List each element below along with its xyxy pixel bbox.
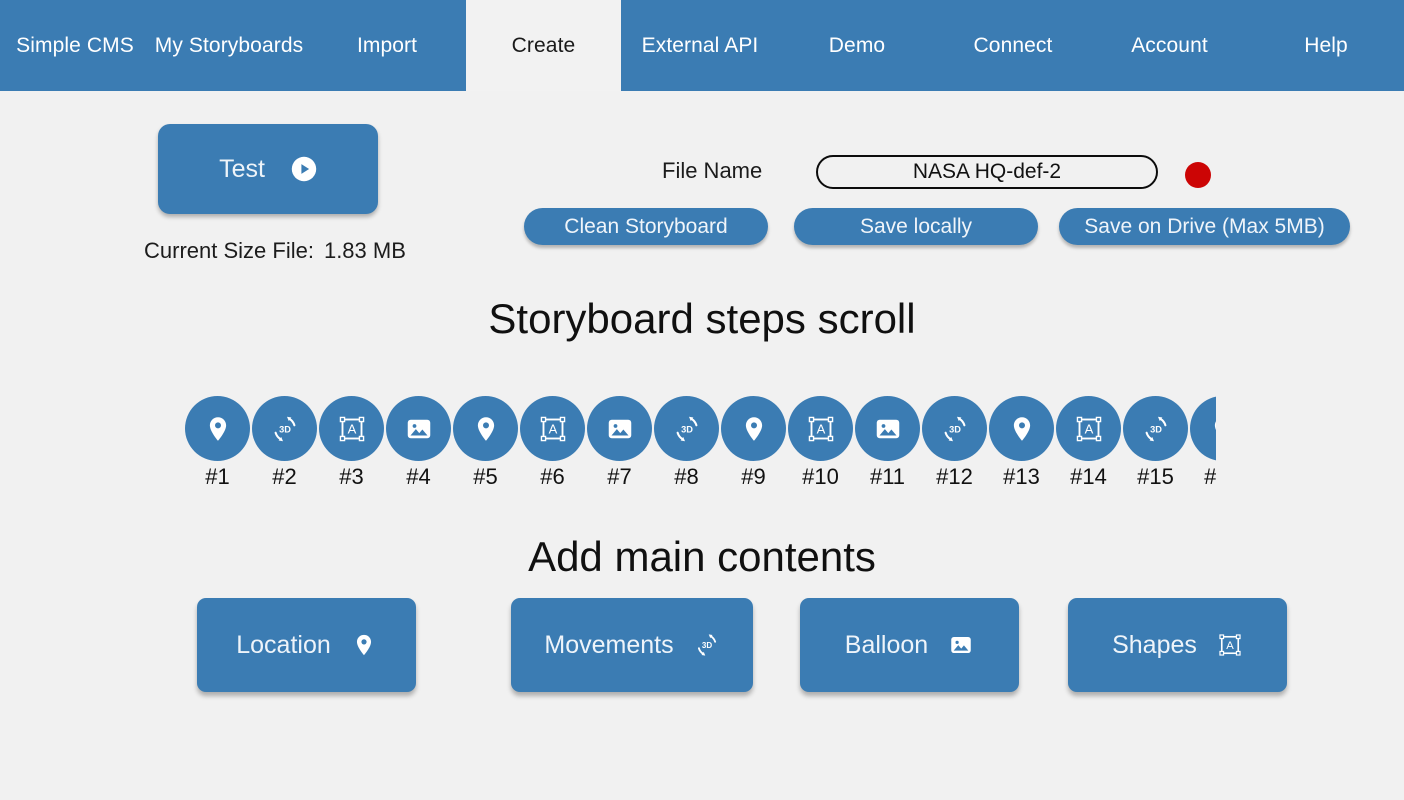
- rotate-3d-icon[interactable]: 3D: [1123, 396, 1188, 461]
- storyboard-steps-scroll[interactable]: #1 3D #2 A #3 #4 #5 A #6 #7 3D #8 #9 A #10 #11 3D #12 #13 A…: [184, 396, 1216, 496]
- svg-text:A: A: [1226, 640, 1234, 652]
- image-icon[interactable]: [855, 396, 920, 461]
- storyboard-step-label: #16: [1204, 464, 1216, 489]
- clean-storyboard-button[interactable]: Clean Storyboard: [524, 208, 768, 245]
- shape-text-frame-icon: A: [1217, 632, 1243, 658]
- rotate-3d-icon: 3D: [694, 632, 720, 658]
- action-button-label: Balloon: [844, 630, 929, 659]
- svg-text:A: A: [548, 421, 557, 436]
- image-icon: [948, 632, 974, 658]
- nav-tab-help[interactable]: Help: [1248, 0, 1404, 91]
- svg-text:3D: 3D: [701, 641, 711, 650]
- storyboard-step[interactable]: #16: [1189, 396, 1216, 488]
- add-balloon-button[interactable]: Balloon: [800, 598, 1019, 692]
- nav-tab-my-storyboards[interactable]: My Storyboards: [150, 0, 308, 91]
- test-button[interactable]: Test: [158, 124, 378, 214]
- location-pin-icon[interactable]: [185, 396, 250, 461]
- storyboard-step[interactable]: #9: [720, 396, 787, 488]
- add-location-button[interactable]: Location: [197, 598, 416, 692]
- rotate-3d-icon[interactable]: 3D: [252, 396, 317, 461]
- image-icon[interactable]: [386, 396, 451, 461]
- storyboard-step[interactable]: 3D #15: [1122, 396, 1189, 488]
- storyboard-step-label: #6: [540, 464, 565, 489]
- rotate-3d-icon[interactable]: 3D: [922, 396, 987, 461]
- file-name-label: File Name: [662, 158, 763, 183]
- location-pin-icon[interactable]: [989, 396, 1054, 461]
- storyboard-step[interactable]: #1: [184, 396, 251, 488]
- svg-text:3D: 3D: [681, 424, 693, 434]
- shape-text-frame-icon[interactable]: A: [1056, 396, 1121, 461]
- nav-tab-external-api[interactable]: External API: [621, 0, 779, 91]
- storyboard-step-label: #3: [339, 464, 364, 489]
- nav-tab-import[interactable]: Import: [308, 0, 466, 91]
- action-button-label: Movements: [544, 630, 674, 659]
- nav-tab-create[interactable]: Create: [466, 0, 621, 91]
- add-shapes-button[interactable]: Shapes A: [1068, 598, 1287, 692]
- storyboard-step-label: #2: [272, 464, 297, 489]
- nav-tab-connect[interactable]: Connect: [935, 0, 1091, 91]
- storyboard-step-label: #12: [936, 464, 973, 489]
- svg-text:3D: 3D: [279, 424, 291, 434]
- storyboard-step-label: #11: [869, 464, 906, 489]
- storyboard-steps-title: Storyboard steps scroll: [488, 295, 916, 342]
- save-on-drive-button[interactable]: Save on Drive (Max 5MB): [1059, 208, 1350, 245]
- location-pin-icon: [351, 632, 377, 658]
- file-name-input[interactable]: [816, 155, 1158, 189]
- storyboard-step[interactable]: 3D #8: [653, 396, 720, 488]
- storyboard-step[interactable]: A #6: [519, 396, 586, 488]
- storyboard-step-label: #9: [741, 464, 766, 489]
- nav-tab-demo[interactable]: Demo: [779, 0, 935, 91]
- add-main-contents-title: Add main contents: [528, 533, 876, 580]
- image-icon[interactable]: [587, 396, 652, 461]
- svg-text:3D: 3D: [949, 424, 961, 434]
- svg-text:3D: 3D: [1150, 424, 1162, 434]
- storyboard-step-label: #13: [1003, 464, 1040, 489]
- storyboard-step-label: #15: [1137, 464, 1174, 489]
- add-movements-button[interactable]: Movements 3D: [511, 598, 753, 692]
- current-size-label: Current Size File:: [144, 238, 314, 263]
- current-size-value: 1.83 MB: [323, 238, 406, 263]
- storyboard-step-label: #8: [674, 464, 699, 489]
- svg-text:A: A: [816, 421, 825, 436]
- storyboard-step[interactable]: #5: [452, 396, 519, 488]
- nav-tab-simple-cms[interactable]: Simple CMS: [0, 0, 150, 91]
- storyboard-step[interactable]: #4: [385, 396, 452, 488]
- storyboard-step[interactable]: #13: [988, 396, 1055, 488]
- storyboard-step[interactable]: A #3: [318, 396, 385, 488]
- svg-text:A: A: [347, 421, 356, 436]
- storyboard-step-label: #7: [607, 464, 632, 489]
- storyboard-step[interactable]: 3D #2: [251, 396, 318, 488]
- record-dot-icon[interactable]: [1185, 162, 1211, 188]
- play-circle-icon: [291, 156, 317, 182]
- storyboard-step[interactable]: A #14: [1055, 396, 1122, 488]
- current-size-file: Current Size File: 1.83 MB: [144, 238, 406, 264]
- location-pin-icon[interactable]: [453, 396, 518, 461]
- shape-text-frame-icon[interactable]: A: [788, 396, 853, 461]
- action-button-label: Location: [236, 630, 331, 659]
- action-button-label: Shapes: [1112, 630, 1197, 659]
- nav-tab-account[interactable]: Account: [1091, 0, 1248, 91]
- location-pin-icon[interactable]: [1190, 396, 1216, 461]
- storyboard-step-label: #5: [473, 464, 498, 489]
- storyboard-step-label: #10: [802, 464, 839, 489]
- svg-text:A: A: [1084, 421, 1093, 436]
- storyboard-step[interactable]: A #10: [787, 396, 854, 488]
- shape-text-frame-icon[interactable]: A: [520, 396, 585, 461]
- storyboard-step-label: #4: [406, 464, 431, 489]
- storyboard-step-label: #14: [1070, 464, 1107, 489]
- location-pin-icon[interactable]: [721, 396, 786, 461]
- storyboard-step[interactable]: #7: [586, 396, 653, 488]
- storyboard-step[interactable]: #11: [854, 396, 921, 488]
- storyboard-step-label: #1: [205, 464, 230, 489]
- test-button-label: Test: [219, 154, 265, 183]
- rotate-3d-icon[interactable]: 3D: [654, 396, 719, 461]
- save-locally-button[interactable]: Save locally: [794, 208, 1038, 245]
- storyboard-step[interactable]: 3D #12: [921, 396, 988, 488]
- shape-text-frame-icon[interactable]: A: [319, 396, 384, 461]
